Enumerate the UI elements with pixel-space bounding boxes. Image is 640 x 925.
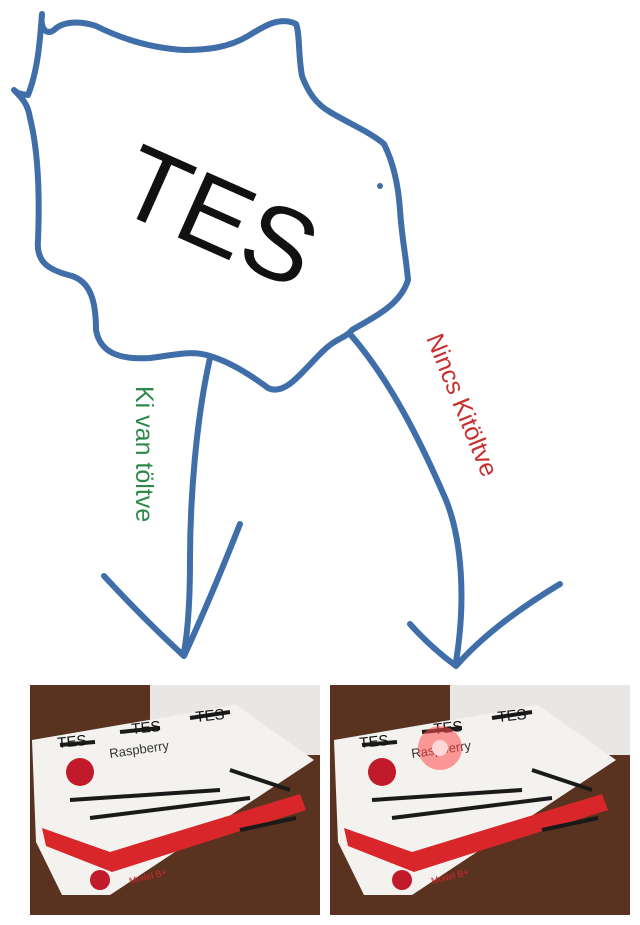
box-red-band: [42, 794, 306, 872]
right-arrow-shaft: [347, 331, 465, 665]
outline-dot: [377, 183, 383, 189]
raspberry-logo-icon: [66, 758, 94, 786]
diagram-title: TES: [103, 123, 335, 311]
raspberry-logo-icon: [368, 758, 396, 786]
branch-right-label: Nincs Kitöltve: [420, 330, 503, 481]
right-arrow-head: [407, 581, 563, 669]
marker-scribbles: [59, 710, 297, 832]
scribble-text-1: TES: [359, 732, 390, 752]
left-arrow-head: [101, 521, 243, 659]
raspberry-logo-icon-bottom: [392, 870, 412, 890]
branch-left-label: Ki van töltve: [130, 386, 158, 522]
scribble-text-2: TES: [131, 718, 162, 738]
raspberry-box: [32, 705, 314, 895]
photo-led-off: Raspberry Model B+ TES TES TES: [30, 685, 320, 915]
left-arrow-shaft: [181, 355, 213, 655]
photo-led-on: Raspberry Model B+ TES TES TES: [330, 685, 630, 915]
led-light: [432, 740, 448, 756]
scribble-text-3: TES: [497, 706, 528, 726]
raspberry-box: [334, 705, 616, 895]
raspberry-logo-icon-bottom: [90, 870, 110, 890]
scribble-text-1: TES: [57, 732, 88, 752]
scribble-text-3: TES: [195, 706, 226, 726]
box-red-band: [344, 794, 608, 872]
